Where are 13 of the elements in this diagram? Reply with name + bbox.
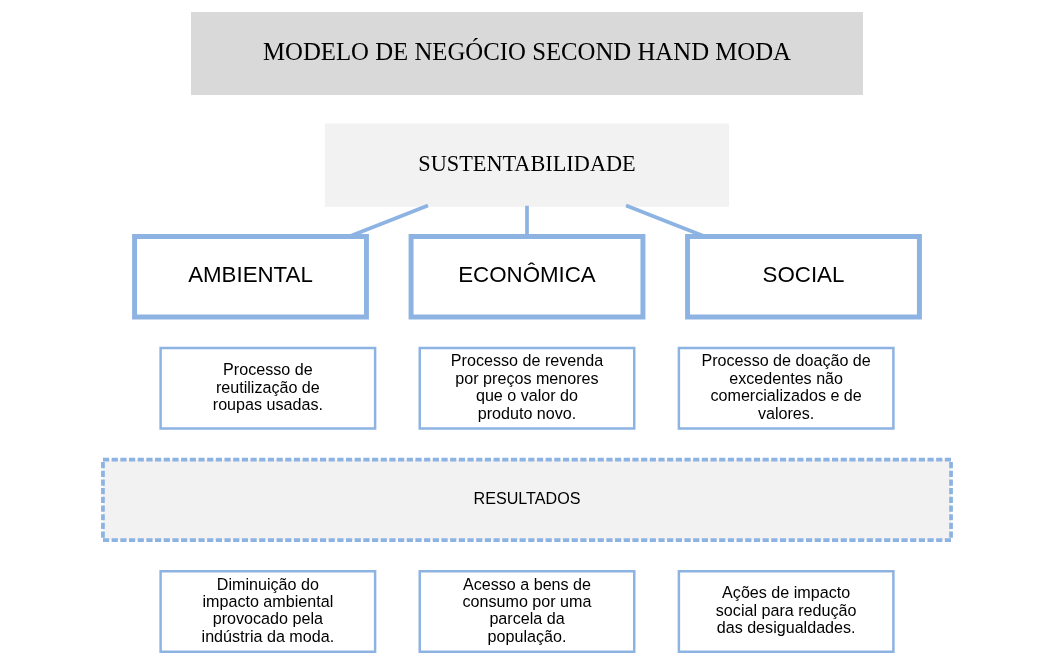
node-box: Processo de doação de excedentes não comercializados e de valores. bbox=[677, 346, 895, 430]
node-box: MODELO DE NEGÓCIO SECOND HAND MODA bbox=[191, 12, 863, 96]
node-box: Diminuição do impacto ambiental provocado pela indústria da moda. bbox=[159, 569, 377, 653]
node-box: Ações de impacto social para redução das desigualdades. bbox=[677, 569, 895, 653]
node-box: SOCIAL bbox=[685, 233, 922, 320]
node-box: Processo de reutilização de roupas usadas. bbox=[159, 346, 377, 430]
node-box: Processo de revenda por preços menores que o valor do produto novo. bbox=[418, 346, 636, 430]
node-box: Acesso a bens de consumo por uma parcela da população. bbox=[418, 569, 636, 653]
node-box: ECONÔMICA bbox=[408, 233, 646, 320]
node-box: SUSTENTABILIDADE bbox=[324, 123, 730, 207]
node-box: RESULTADOS bbox=[101, 457, 953, 543]
node-box: AMBIENTAL bbox=[132, 233, 369, 320]
connector bbox=[525, 205, 529, 237]
